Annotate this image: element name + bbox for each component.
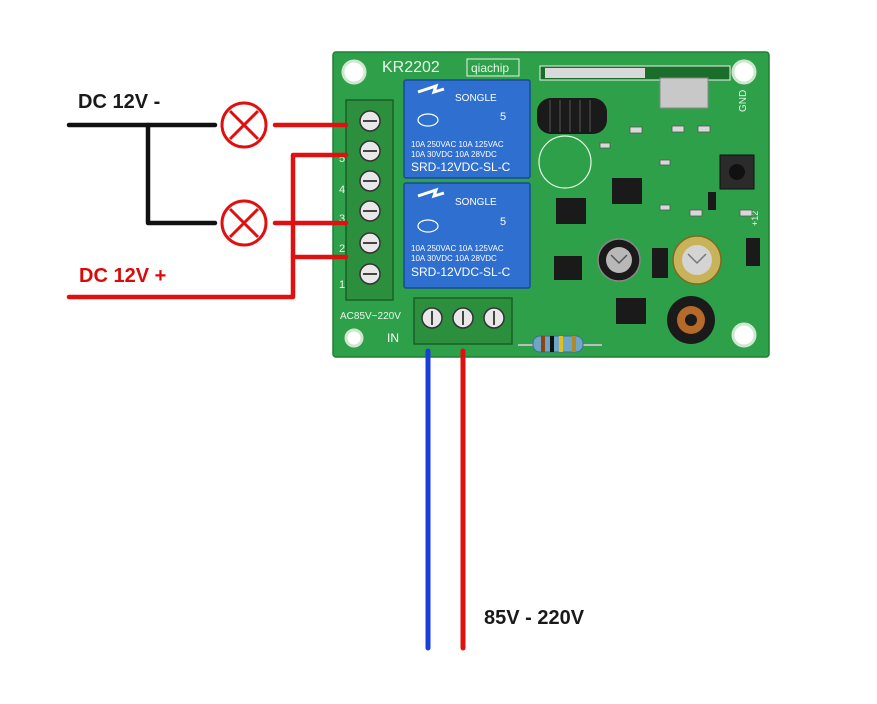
screw-terminal-icon — [413, 297, 513, 345]
ic-chip — [556, 198, 586, 224]
board-model-label: KR2202 — [382, 59, 440, 76]
mounting-hole — [341, 59, 367, 85]
board-brand-label: qiachip — [471, 61, 509, 75]
relay-model: SRD-12VDC-SL-C — [411, 160, 511, 174]
terminal-number: 3 — [339, 213, 345, 225]
relay-board: KR2202 qiachip GND +12 IN AC85V~220V 5 4… — [332, 51, 770, 358]
terminal-number: 4 — [339, 184, 345, 196]
dc-plus-label: DC 12V + — [79, 265, 167, 287]
lamp-icon — [220, 101, 268, 149]
diode — [652, 248, 668, 278]
brand-box — [466, 58, 520, 77]
lamp-icon — [220, 199, 268, 247]
capacitor-outline — [538, 135, 592, 189]
push-button-cap — [729, 164, 745, 180]
relay-pin-mark: 5 — [500, 111, 506, 123]
smd-components — [599, 125, 753, 217]
dc-minus-branch-wire — [145, 122, 218, 226]
terminal-number: 2 — [339, 243, 345, 255]
mounting-hole — [731, 59, 757, 85]
mains-voltage-label: 85V - 220V — [484, 607, 585, 629]
relay-icon: SONGLE 5 10A 250VAC 10A 125VAC 10A 30VDC… — [403, 182, 531, 289]
relay-rating-dc: 10A 30VDC 10A 28VDC — [411, 150, 497, 159]
capacitor-icon — [672, 235, 722, 285]
ac-range-label: AC85V~220V — [340, 311, 401, 322]
relay-brand: SONGLE — [455, 197, 497, 208]
ic-chip — [554, 256, 582, 280]
gnd-label: GND — [738, 90, 749, 112]
inductor-icon — [667, 296, 715, 344]
relay-rating-ac: 10A 250VAC 10A 125VAC — [411, 244, 504, 253]
terminal-number: 5 — [339, 153, 345, 165]
mounting-hole — [344, 328, 364, 348]
capacitor-icon — [597, 238, 641, 282]
ic-chip — [616, 298, 646, 324]
ic-chip — [612, 178, 642, 204]
plus12-label: +12 — [750, 211, 760, 226]
terminal-number: 1 — [339, 279, 345, 291]
crystal — [659, 77, 709, 109]
in-label: IN — [387, 331, 399, 345]
dc-plus-wire — [66, 152, 349, 300]
relay-pin-mark: 5 — [500, 216, 506, 228]
pin-header — [545, 68, 645, 78]
diode — [746, 238, 760, 266]
relay-icon: SONGLE 5 10A 250VAC 10A 125VAC 10A 30VDC… — [403, 79, 531, 179]
resistor-icon — [518, 335, 602, 353]
dc-minus-label: DC 12V - — [78, 91, 161, 113]
mounting-hole — [731, 322, 757, 348]
wires — [66, 122, 466, 651]
relay-rating-dc: 10A 30VDC 10A 28VDC — [411, 254, 497, 263]
diode — [708, 192, 716, 210]
relay-model: SRD-12VDC-SL-C — [411, 265, 511, 279]
antenna-coil-icon — [537, 98, 607, 134]
screw-terminal-icon — [345, 99, 394, 301]
relay-rating-ac: 10A 250VAC 10A 125VAC — [411, 140, 504, 149]
relay-brand: SONGLE — [455, 93, 497, 104]
